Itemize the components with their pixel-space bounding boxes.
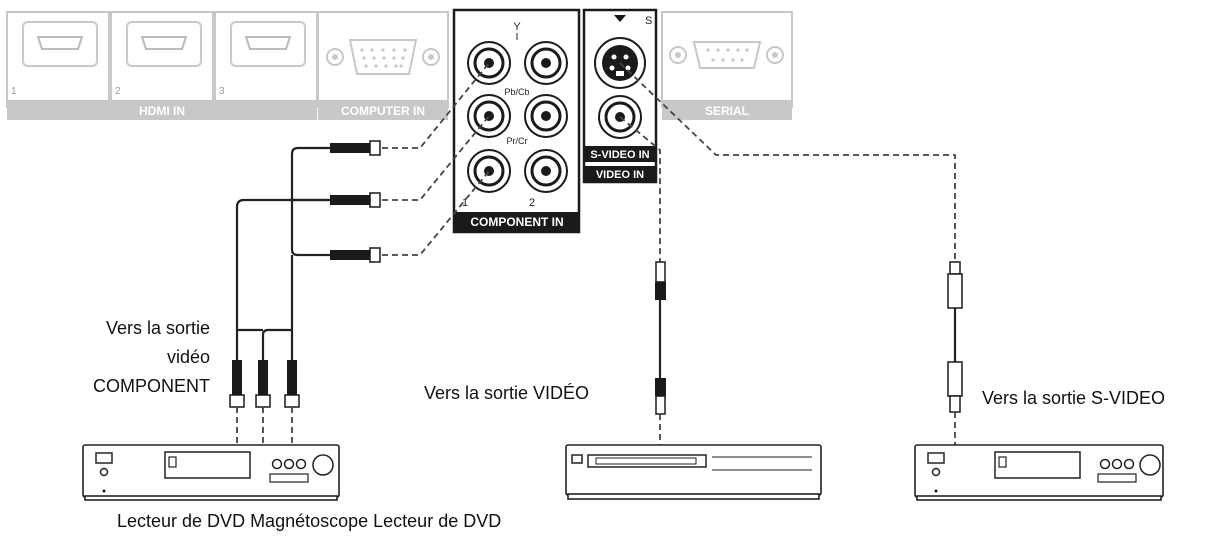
component-set-2: 2 xyxy=(529,197,535,209)
rca-jack-y1 xyxy=(467,41,511,85)
rca-plug xyxy=(255,360,271,408)
rca-jack-pb2 xyxy=(524,94,568,138)
rca-plug xyxy=(330,247,381,263)
hdmi-port-number: 1 xyxy=(11,86,17,97)
computer-in-section: COMPUTER IN xyxy=(317,11,449,120)
jack-label-pr: Pr/Cr xyxy=(507,136,528,146)
rca-plug xyxy=(330,140,381,156)
hdmi-port-icon xyxy=(230,21,306,67)
jack-label-pb: Pb/Cb xyxy=(504,87,529,97)
caption-svideo-output: Vers la sortie S-VIDEO xyxy=(982,388,1165,408)
svideo-s-mark: S xyxy=(645,15,652,27)
svideo-cable xyxy=(619,62,963,445)
video-cable xyxy=(619,116,666,445)
caption-component-line1: Vers la sortie xyxy=(106,318,210,338)
caption-devices: Lecteur de DVD Magnétoscope Lecteur de D… xyxy=(117,511,501,531)
hdmi-section: 1 2 3 HDMI IN xyxy=(6,11,318,120)
computer-in-label: COMPUTER IN xyxy=(341,104,425,118)
rca-jack-pr2 xyxy=(524,149,568,193)
hdmi-port-icon xyxy=(126,21,202,67)
caption-component-line3: COMPONENT xyxy=(93,376,210,396)
serial-section: SERIAL xyxy=(661,11,793,120)
rca-plug xyxy=(229,360,245,408)
svideo-in-label: S-VIDEO IN xyxy=(590,149,649,161)
triangle-marker-icon xyxy=(614,15,626,22)
rca-plug xyxy=(330,192,381,208)
serial-port-icon xyxy=(692,41,762,69)
caption-video-output: Vers la sortie VIDÉO xyxy=(424,383,589,403)
svideo-video-section: S S-VIDEO IN VIDEO IN xyxy=(582,8,658,184)
component-cable xyxy=(229,62,490,445)
component-in-label: COMPONENT IN xyxy=(470,215,563,229)
caption-component-line2: vidéo xyxy=(167,347,210,367)
vga-port-icon xyxy=(348,39,418,75)
rca-jack-pr1 xyxy=(467,149,511,193)
hdmi-port-number: 2 xyxy=(115,86,121,97)
dvd-player-right xyxy=(914,444,1164,501)
serial-label: SERIAL xyxy=(705,104,749,118)
hdmi-port-number: 3 xyxy=(219,86,225,97)
component-set-1: 1 xyxy=(462,197,468,209)
rca-jack-y2 xyxy=(524,41,568,85)
jack-label-y: Y xyxy=(513,21,521,33)
vcr xyxy=(565,444,822,500)
rca-jack-pb1 xyxy=(467,94,511,138)
hdmi-in-label: HDMI IN xyxy=(139,104,185,118)
hdmi-port-icon xyxy=(22,21,98,67)
dvd-player-left xyxy=(82,444,340,501)
video-in-label: VIDEO IN xyxy=(596,169,644,181)
component-in-section: Y Pb/Cb Pr/Cr xyxy=(452,8,581,234)
rca-plug xyxy=(284,360,300,408)
